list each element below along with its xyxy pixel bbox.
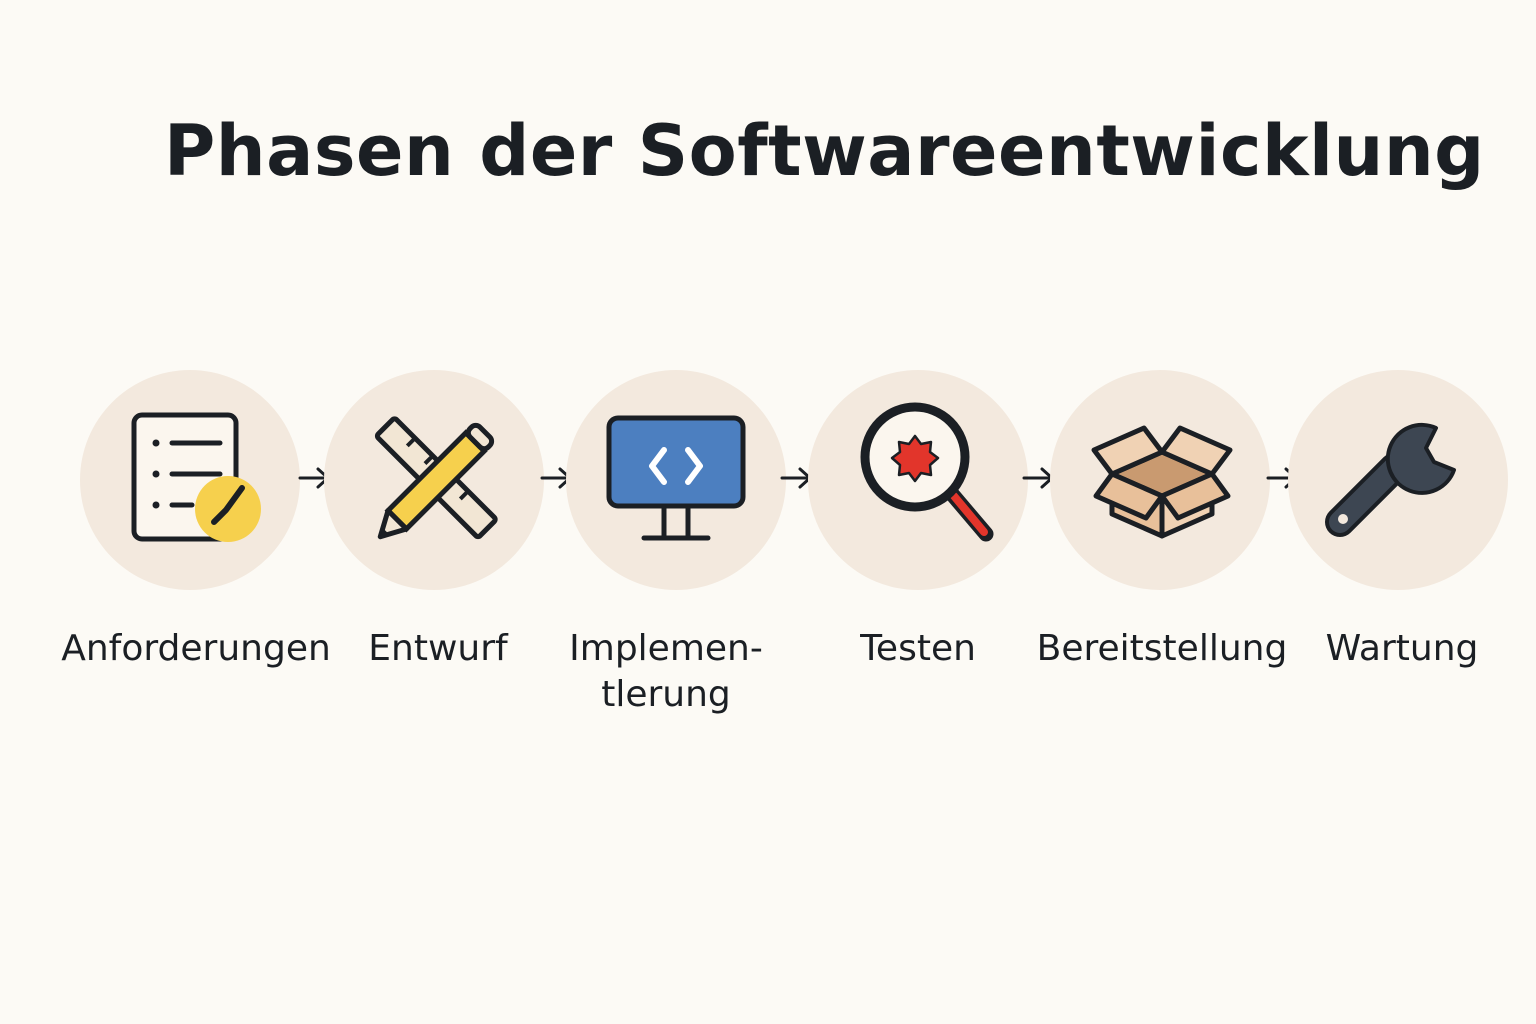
phase-label-wartung: Wartung (1325, 628, 1479, 669)
phase-label-bereitstellung: Bereitstellung (1036, 628, 1288, 669)
phase-circle-bereitstellung (1050, 370, 1270, 590)
phase-label-implementierung: Implemen- tlerung (516, 626, 816, 718)
phase-circle-wartung (1288, 370, 1508, 590)
phase-label-line-2: tlerung (601, 674, 731, 715)
phase-label-entwurf: Entwurf (368, 628, 508, 669)
monitor-code-icon (606, 415, 746, 541)
magnifier-bug-icon (860, 402, 994, 542)
phase-circle-testen (808, 370, 1028, 590)
pencil-ruler-icon (374, 416, 498, 540)
open-box-icon (1091, 425, 1233, 539)
phase-label-anforderungen: Anforderungen (61, 628, 331, 669)
phase-circle-entwurf (324, 370, 544, 590)
phase-circle-anforderungen (80, 370, 300, 590)
phase-label-testen: Testen (860, 628, 976, 669)
phase-circle-implementierung (566, 370, 786, 590)
page-title: Phasen der Softwareentwicklung (164, 110, 1485, 192)
wrench-icon (1325, 422, 1456, 537)
checklist-icon (131, 412, 261, 542)
phase-label-line-1: Implemen- (569, 628, 763, 669)
